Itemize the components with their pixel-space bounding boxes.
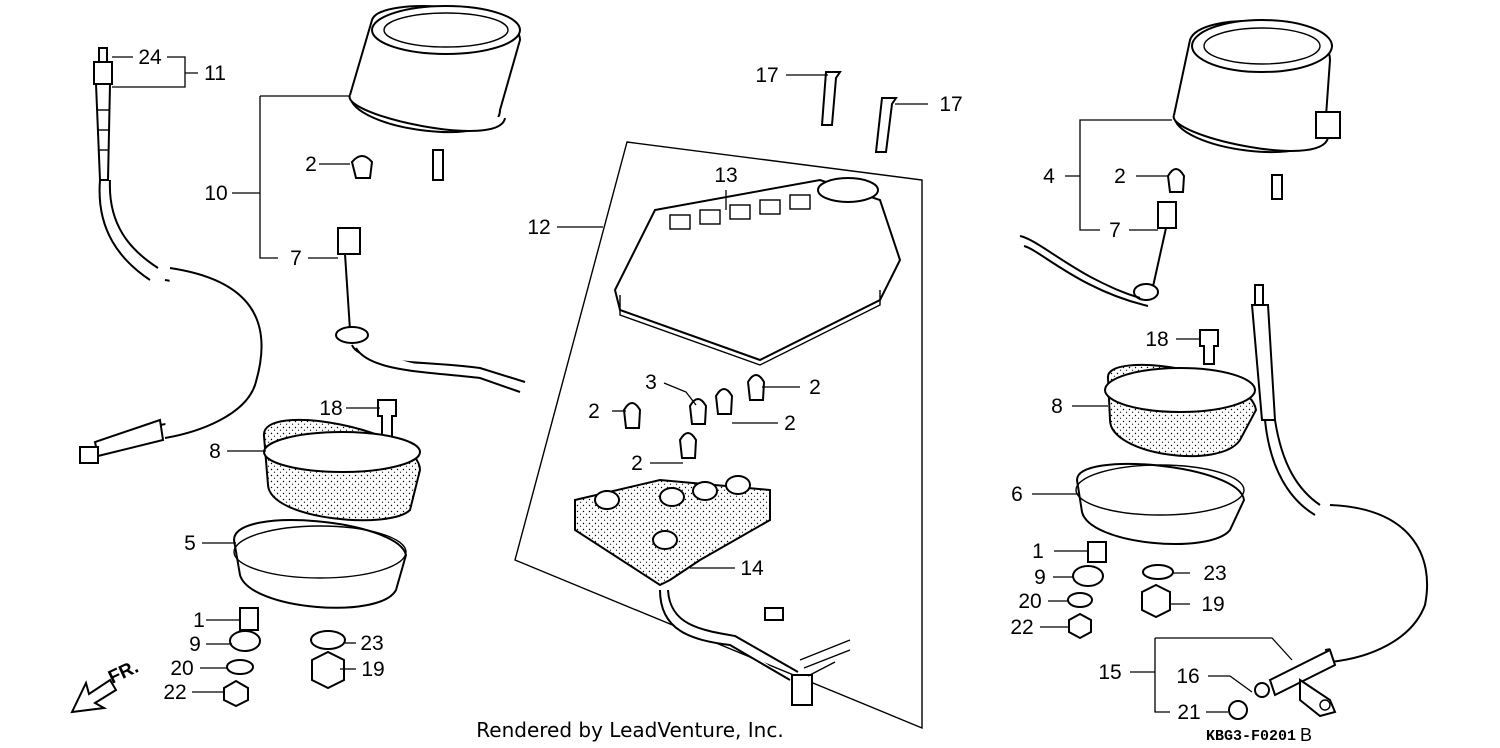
label-15: 15 xyxy=(1098,661,1121,684)
group-12-outline xyxy=(514,141,923,730)
bolt-18-left[interactable] xyxy=(377,399,397,439)
bulb-2-c4[interactable] xyxy=(678,432,698,459)
right-meter-4[interactable] xyxy=(1172,19,1341,200)
label-11: 11 xyxy=(204,62,226,85)
label-7-right: 7 xyxy=(1109,219,1121,242)
screw-17-right[interactable] xyxy=(874,97,898,153)
bolt-18-right[interactable] xyxy=(1199,329,1219,365)
label-17-right: 17 xyxy=(939,93,962,116)
label-2-c4: 2 xyxy=(631,452,643,475)
label-9-left: 9 xyxy=(189,633,201,656)
label-17-left: 17 xyxy=(755,64,778,87)
label-2-c1: 2 xyxy=(588,400,600,423)
washer-23-right[interactable] xyxy=(1142,564,1174,580)
nut-22-left[interactable] xyxy=(223,679,249,708)
collar-1-left[interactable] xyxy=(239,607,259,631)
bulb-2-left[interactable] xyxy=(350,155,374,179)
label-18-left: 18 xyxy=(319,397,342,420)
meter-cover-5[interactable] xyxy=(232,519,408,609)
label-6: 6 xyxy=(1011,483,1023,506)
label-2-left: 2 xyxy=(305,153,317,176)
label-18-right: 18 xyxy=(1145,328,1168,351)
label-9-right: 9 xyxy=(1034,566,1046,589)
label-13: 13 xyxy=(714,164,737,187)
screw-17-left[interactable] xyxy=(820,71,842,126)
label-8-right: 8 xyxy=(1051,395,1063,418)
socket-wire-7-right[interactable] xyxy=(1019,201,1177,307)
socket-wire-7-left[interactable] xyxy=(335,227,526,393)
label-1-left: 1 xyxy=(193,609,205,632)
label-20-left: 20 xyxy=(170,657,193,680)
label-2-right: 2 xyxy=(1114,165,1126,188)
washer-23-left[interactable] xyxy=(310,630,346,650)
label-20-right: 20 xyxy=(1018,590,1041,613)
diagram-code: KBG3-F0201 xyxy=(1206,728,1296,745)
left-meter-10[interactable] xyxy=(348,5,522,181)
label-2-c2: 2 xyxy=(784,412,796,435)
label-19-left: 19 xyxy=(361,658,384,681)
label-19-right: 19 xyxy=(1201,593,1224,616)
meter-cover-6[interactable] xyxy=(1075,462,1246,545)
label-1-right: 1 xyxy=(1032,540,1044,563)
bulb-2-c1[interactable] xyxy=(622,402,642,429)
part-labels: 24 11 10 2 7 18 8 5 1 9 20 22 23 19 17 1… xyxy=(105,46,1312,745)
label-8-left: 8 xyxy=(209,440,221,463)
bulb-2-c3[interactable] xyxy=(746,374,766,401)
diagram-rev: B xyxy=(1300,725,1312,745)
label-16: 16 xyxy=(1176,665,1199,688)
label-14: 14 xyxy=(740,557,764,580)
label-24: 24 xyxy=(138,46,162,69)
meter-case-8-left-rim xyxy=(263,431,421,473)
meter-cover-6-rim xyxy=(1075,464,1245,516)
bulb-socket-board-14[interactable] xyxy=(574,475,851,706)
washer-20-right[interactable] xyxy=(1067,592,1093,608)
label-22-left: 22 xyxy=(163,681,186,704)
label-22-right: 22 xyxy=(1010,616,1033,639)
label-3: 3 xyxy=(645,371,657,394)
washer-20-left[interactable] xyxy=(226,659,254,675)
bulb-2-right[interactable] xyxy=(1166,168,1186,193)
nut-22-right[interactable] xyxy=(1068,612,1092,640)
label-23-right: 23 xyxy=(1203,562,1226,585)
label-23-left: 23 xyxy=(360,632,383,655)
left-speedometer-cable[interactable] xyxy=(79,47,263,464)
bulb-3[interactable] xyxy=(688,398,708,425)
label-10: 10 xyxy=(204,182,227,205)
meter-case-8-right-rim xyxy=(1104,367,1256,413)
credit-text: Rendered by LeadVenture, Inc. xyxy=(476,718,783,742)
label-21: 21 xyxy=(1177,701,1200,724)
grommet-9-right[interactable] xyxy=(1072,565,1104,587)
indicator-panel-13[interactable] xyxy=(613,177,902,366)
label-7-left: 7 xyxy=(290,247,302,270)
label-2-c3: 2 xyxy=(809,376,821,399)
fr-arrow-icon xyxy=(70,678,118,714)
right-speedometer-cable[interactable] xyxy=(1250,284,1429,718)
nut-19-right[interactable] xyxy=(1141,583,1171,619)
nut-19-left[interactable] xyxy=(311,650,345,690)
collar-1-right[interactable] xyxy=(1087,541,1107,563)
o-ring-21[interactable] xyxy=(1228,700,1248,720)
leader-lines xyxy=(112,56,1293,713)
label-5: 5 xyxy=(184,532,196,555)
bulb-2-c2[interactable] xyxy=(714,388,734,415)
meter-cover-5-rim xyxy=(233,525,407,579)
grommet-9-left[interactable] xyxy=(229,630,261,652)
label-4: 4 xyxy=(1043,165,1055,188)
label-12: 12 xyxy=(527,216,550,239)
